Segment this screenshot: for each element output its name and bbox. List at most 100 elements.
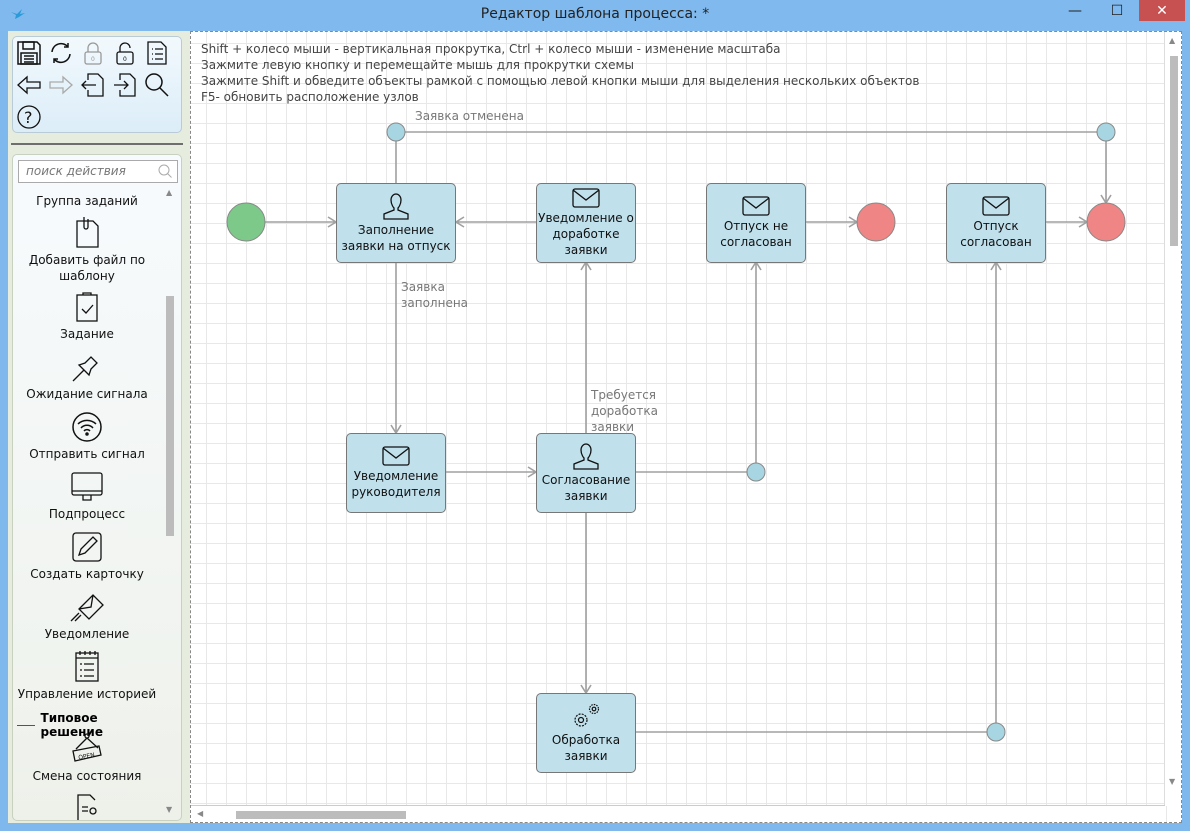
node-label: Уведомление о доработке заявки	[538, 211, 634, 257]
user-icon	[383, 193, 409, 220]
edge-notapproved-to-end[interactable]	[806, 216, 859, 228]
title-bar: Редактор шаблона процесса: * — ☐ ✕	[0, 0, 1190, 31]
node-label: Заполнение заявки на отпуск	[341, 223, 451, 253]
process-diagram: Заявка отменена Заявка заполнена Требует…	[191, 32, 1181, 822]
palette-item-partial[interactable]	[13, 793, 161, 820]
hint-line: F5- обновить расположение узлов	[201, 90, 419, 104]
back-icon[interactable]	[15, 71, 43, 99]
scroll-up-arrow-icon[interactable]: ▲	[166, 188, 173, 197]
lock-icon[interactable]: 0	[79, 39, 107, 67]
edge-label-cancelled: Заявка отменена	[415, 109, 524, 123]
palette-scroll-thumb[interactable]	[166, 296, 174, 536]
document-icon	[77, 794, 97, 820]
task-fill-request[interactable]: Заполнение заявки на отпуск	[336, 183, 456, 263]
palette-item-change-state[interactable]: OPEN Смена состояния	[13, 733, 161, 784]
palette-item-task[interactable]: Задание	[13, 291, 161, 342]
item-label: Ожидание сигнала	[26, 387, 148, 401]
group-label: Типовое решение	[40, 711, 103, 739]
palette-item-task-group[interactable]: Группа заданий	[13, 193, 161, 209]
end-event[interactable]	[1086, 202, 1126, 242]
unlock-icon[interactable]: 0	[111, 39, 139, 67]
refresh-icon[interactable]	[47, 39, 75, 67]
palette-item-wait-signal[interactable]: Ожидание сигнала	[13, 351, 161, 402]
edge-approval-to-gateway[interactable]	[636, 260, 762, 473]
divider	[11, 143, 183, 145]
palette-item-add-file[interactable]: Добавить файл по шаблону	[13, 215, 161, 284]
svg-text:0: 0	[91, 56, 95, 63]
item-label: Уведомление	[44, 627, 130, 641]
edge-processing-to-approved[interactable]	[636, 260, 1002, 733]
mail-icon	[742, 196, 770, 216]
start-event[interactable]	[226, 202, 266, 242]
item-label: Добавить файл по шаблону	[28, 253, 146, 283]
edge-fill-to-manager[interactable]	[390, 262, 402, 435]
edge-label-rework: Требуется доработка заявки	[591, 388, 658, 434]
window-title: Редактор шаблона процесса: *	[480, 6, 710, 22]
task-approval[interactable]: Согласование заявки	[536, 433, 636, 513]
scroll-down-arrow-icon[interactable]: ▼	[166, 805, 173, 814]
forward-icon[interactable]	[47, 71, 75, 99]
action-palette: поиск действия ▲▼ Группа заданий Добавит…	[12, 154, 182, 821]
edge-approval-to-processing[interactable]	[580, 512, 592, 695]
task-approved[interactable]: Отпуск согласован	[946, 183, 1046, 263]
import-icon[interactable]	[79, 71, 107, 99]
gears-icon	[574, 703, 600, 727]
edge-cancel[interactable]	[395, 131, 1112, 205]
item-label: Задание	[60, 327, 114, 341]
horizontal-scrollbar[interactable]: ◀	[191, 805, 1165, 822]
search-icon[interactable]	[143, 71, 171, 99]
item-label: Смена состояния	[32, 769, 142, 783]
scroll-down-arrow-icon[interactable]: ▼	[1169, 777, 1176, 786]
maximize-button[interactable]: ☐	[1110, 2, 1124, 19]
task-rework-notice[interactable]: Уведомление о доработке заявки	[536, 183, 636, 263]
end-event[interactable]	[856, 202, 896, 242]
open-sign-icon: OPEN	[72, 733, 102, 762]
diagram-canvas[interactable]: Shift + колесо мыши - вертикальная прокр…	[190, 31, 1182, 823]
edge-label-filled: Заявка заполнена	[401, 280, 469, 310]
gateway-node[interactable]	[986, 722, 1006, 742]
edge-start-to-fill[interactable]	[265, 216, 338, 228]
search-icon[interactable]	[158, 164, 172, 178]
palette-group-header[interactable]: Типовое решение	[17, 711, 161, 739]
hint-line: Зажмите Shift и обведите объекты рамкой …	[201, 74, 920, 88]
edge-approval-to-rework[interactable]	[580, 260, 592, 433]
save-icon[interactable]	[15, 39, 43, 67]
palette-item-send-signal[interactable]: Отправить сигнал	[13, 411, 161, 462]
task-processing[interactable]: Обработка заявки	[536, 693, 636, 773]
list-icon[interactable]	[143, 39, 171, 67]
gateway-node[interactable]	[1096, 122, 1116, 142]
minimize-button[interactable]: —	[1068, 2, 1082, 19]
scroll-left-arrow-icon[interactable]: ◀	[197, 809, 204, 818]
pencil-icon	[72, 532, 102, 562]
palette-item-create-card[interactable]: Создать карточку	[13, 531, 161, 582]
pin-icon	[72, 356, 98, 382]
svg-text:OPEN: OPEN	[78, 752, 96, 762]
edge-manager-to-approval[interactable]	[446, 466, 538, 478]
search-input[interactable]: поиск действия	[18, 160, 178, 183]
svg-text:0: 0	[123, 56, 127, 63]
export-icon[interactable]	[111, 71, 139, 99]
palette-item-subprocess[interactable]: Подпроцесс	[13, 471, 161, 522]
item-label: Создать карточку	[30, 567, 144, 581]
help-icon[interactable]: ?	[15, 103, 43, 131]
gateway-node[interactable]	[746, 462, 766, 482]
wifi-icon	[72, 412, 102, 442]
gateway-node[interactable]	[386, 122, 406, 142]
node-label: Отпуск согласован	[960, 219, 1032, 249]
palette-scrollbar[interactable]: ▲▼	[163, 188, 177, 814]
palette-item-history[interactable]: Управление историей	[13, 649, 161, 702]
vertical-scrollbar[interactable]: ▲▼	[1164, 32, 1181, 806]
horizontal-scroll-thumb[interactable]	[236, 811, 406, 819]
mail-icon	[982, 196, 1010, 216]
task-not-approved[interactable]: Отпуск не согласован	[706, 183, 806, 263]
vertical-scroll-thumb[interactable]	[1170, 56, 1178, 246]
scroll-up-arrow-icon[interactable]: ▲	[1169, 36, 1176, 45]
edge-approved-to-end[interactable]	[1046, 216, 1089, 228]
close-button[interactable]: ✕	[1139, 0, 1185, 21]
palette-item-notification[interactable]: Уведомление	[13, 591, 161, 642]
edge-rework-to-fill[interactable]	[454, 216, 536, 228]
task-manager-notice[interactable]: Уведомление руководителя	[346, 433, 446, 513]
user-icon	[573, 443, 599, 470]
item-label: Группа заданий	[36, 194, 138, 208]
toolbar: 0 0 ?	[12, 36, 182, 133]
